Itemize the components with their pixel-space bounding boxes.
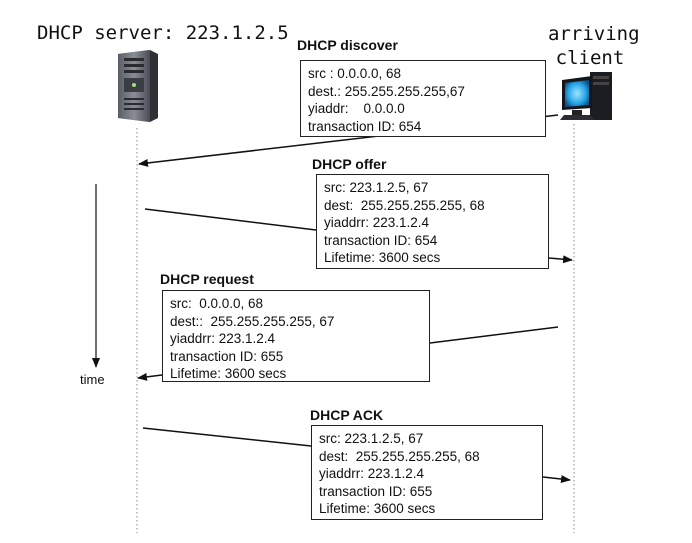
offer-title: DHCP offer [312, 156, 387, 172]
request-yiaddr: yiaddrr: 223.1.2.4 [170, 331, 276, 346]
ack-title: DHCP ACK [310, 407, 384, 423]
client-title-line2: client [555, 47, 625, 69]
discover-dest: dest.: 255.255.255.255,67 [308, 83, 465, 99]
client-title: arriving client [548, 22, 640, 70]
ack-transaction-id: transaction ID: 655 [319, 483, 433, 499]
discover-title: DHCP discover [297, 37, 398, 53]
ack-arrow-end [542, 475, 571, 483]
client-title-line1: arriving [548, 23, 640, 45]
offer-dest: dest: 255.255.255.255, 68 [324, 197, 485, 213]
ack-lifetime: Lifetime: 3600 secs [319, 501, 436, 516]
offer-box: src: 223.1.2.5, 67 dest: 255.255.255.255… [316, 174, 549, 269]
ack-dest: dest: 255.255.255.255, 68 [319, 448, 480, 464]
discover-src: src : 0.0.0.0, 68 [308, 66, 402, 81]
request-lifetime: Lifetime: 3600 secs [170, 366, 287, 381]
server-tower-icon [118, 50, 158, 122]
offer-arrow-end [548, 255, 573, 264]
server-title: DHCP server: 223.1.2.5 [37, 22, 289, 44]
request-box: src: 0.0.0.0, 68 dest:: 255.255.255.255,… [162, 290, 430, 382]
ack-box: src: 223.1.2.5, 67 dest: 255.255.255.255… [311, 425, 543, 520]
discover-box: src : 0.0.0.0, 68 dest.: 255.255.255.255… [300, 60, 546, 137]
request-dest: dest:: 255.255.255.255, 67 [170, 313, 335, 329]
ack-src: src: 223.1.2.5, 67 [319, 431, 424, 446]
offer-lifetime: Lifetime: 3600 secs [324, 250, 441, 265]
request-title: DHCP request [160, 271, 254, 287]
ack-arrow-start [142, 427, 312, 447]
discover-transaction-id: transaction ID: 654 [308, 118, 422, 134]
request-arrow-start [429, 326, 559, 344]
discover-yiaddr: yiaddr: 0.0.0.0 [308, 101, 405, 116]
offer-arrow-start [144, 208, 317, 231]
desktop-computer-icon [560, 72, 612, 120]
request-transaction-id: transaction ID: 655 [170, 348, 284, 364]
offer-transaction-id: transaction ID: 654 [324, 232, 438, 248]
ack-yiaddr: yiaddrr: 223.1.2.4 [319, 466, 425, 481]
request-src: src: 0.0.0.0, 68 [170, 296, 264, 311]
offer-src: src: 223.1.2.5, 67 [324, 180, 429, 195]
offer-yiaddr: yiaddrr: 223.1.2.4 [324, 215, 430, 230]
request-arrow-end [137, 372, 163, 381]
time-label: time [80, 372, 105, 387]
